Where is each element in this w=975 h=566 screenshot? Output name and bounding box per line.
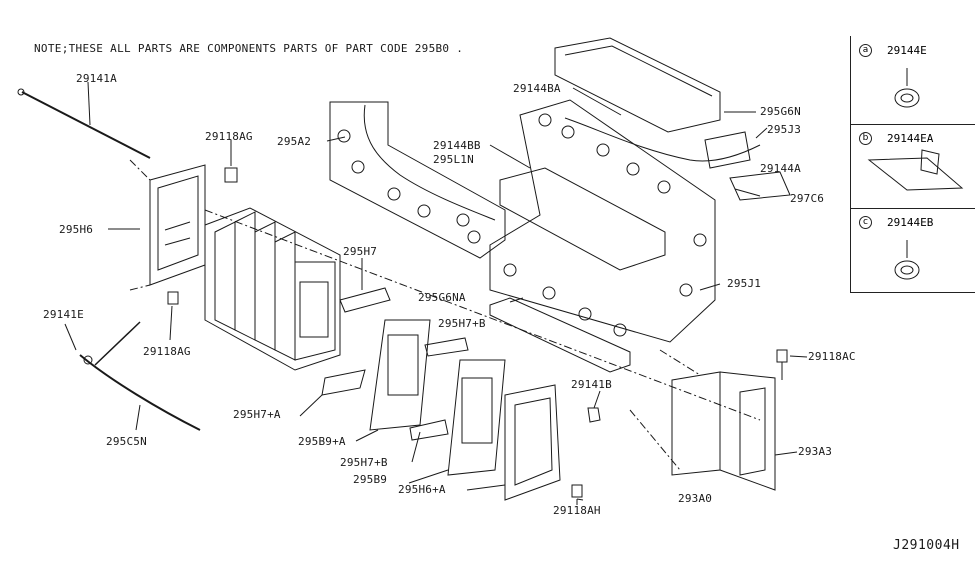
battery-module-stack xyxy=(205,208,340,370)
legend-row-a: a 29144E xyxy=(851,36,975,125)
bracket-295h7b xyxy=(410,338,468,440)
label-29141e: 29141E xyxy=(43,308,84,321)
label-295g6na: 295G6NA xyxy=(418,291,466,304)
board-295l1n xyxy=(500,168,665,270)
label-29144bb: 29144BB xyxy=(433,139,481,152)
label-295a2: 295A2 xyxy=(277,135,312,148)
label-295h7a: 295H7+A xyxy=(233,408,281,421)
clip-icon xyxy=(887,64,927,116)
label-29118ag-top: 29118AG xyxy=(205,130,253,143)
panel-295b9a xyxy=(370,320,430,430)
harness-295a2 xyxy=(330,102,505,258)
leader-lines xyxy=(65,88,807,500)
label-295h6a: 295H6+A xyxy=(398,483,446,496)
label-295h7b-bottom: 295H7+B xyxy=(340,456,388,469)
label-295h7b-top: 295H7+B xyxy=(438,317,486,330)
harness-295c5n xyxy=(80,322,200,430)
legend-row-b: b 29144EA xyxy=(851,124,975,209)
label-29144a: 29144A xyxy=(760,162,801,175)
bracket-295h7 xyxy=(340,258,390,312)
label-293a3: 293A3 xyxy=(798,445,833,458)
bracket-295h6 xyxy=(108,165,205,285)
label-29118ac: 29118AC xyxy=(808,350,856,363)
label-295h6: 295H6 xyxy=(59,223,94,236)
label-295c5n: 295C5N xyxy=(106,435,147,448)
wire-29144ba xyxy=(565,118,760,161)
label-29118ag-bottom: 29118AG xyxy=(143,345,191,358)
note-text: NOTE;THESE ALL PARTS ARE COMPONENTS PART… xyxy=(34,42,464,55)
label-295l1n: 295L1N xyxy=(433,153,474,166)
clip-icon xyxy=(867,148,967,198)
label-29141a: 29141A xyxy=(76,72,117,85)
bracket-295h6a xyxy=(505,385,560,500)
label-297c6: 297C6 xyxy=(790,192,825,205)
legend-code-c: 29144EB xyxy=(887,216,934,229)
assembly-lines xyxy=(130,160,760,470)
legend-table: a 29144E b 29144EA c 29144EB xyxy=(850,36,975,293)
clip-icon xyxy=(887,236,927,288)
label-293a0: 293A0 xyxy=(678,492,713,505)
legend-mark-c: c xyxy=(859,216,872,229)
bracket-295h7a xyxy=(322,370,365,395)
panel-295b9 xyxy=(448,360,505,475)
legend-row-c: c 29144EB xyxy=(851,208,975,292)
label-295b9a: 295B9+A xyxy=(298,435,346,448)
label-29144ba: 29144BA xyxy=(513,82,561,95)
label-295j1: 295J1 xyxy=(727,277,762,290)
label-295g6n: 295G6N xyxy=(760,105,801,118)
label-295j3: 295J3 xyxy=(767,123,802,136)
bolt-29141a xyxy=(18,82,150,158)
bolt-29118ah xyxy=(572,485,582,505)
legend-code-b: 29144EA xyxy=(887,132,934,145)
relay-295j3 xyxy=(705,132,750,168)
legend-mark-a: a xyxy=(859,44,872,57)
tray-295g6na xyxy=(490,298,630,372)
legend-code-a: 29144E xyxy=(887,44,927,57)
junction-box-293a0 xyxy=(672,372,775,490)
label-295h7: 295H7 xyxy=(343,245,378,258)
harness-295j1 xyxy=(490,100,715,342)
cover-295g6n xyxy=(555,38,720,132)
label-295b9: 295B9 xyxy=(353,473,388,486)
callout-circles xyxy=(338,114,706,336)
diagram-id: J291004H xyxy=(893,538,960,553)
bolt-29118ac xyxy=(777,350,787,380)
legend-mark-b: b xyxy=(859,132,872,145)
label-29141b: 29141B xyxy=(571,378,612,391)
bracket-297c6 xyxy=(730,172,790,200)
bolt-29118ag xyxy=(168,140,237,340)
label-29118ah: 29118AH xyxy=(553,504,601,517)
nut-29141b xyxy=(588,408,600,422)
